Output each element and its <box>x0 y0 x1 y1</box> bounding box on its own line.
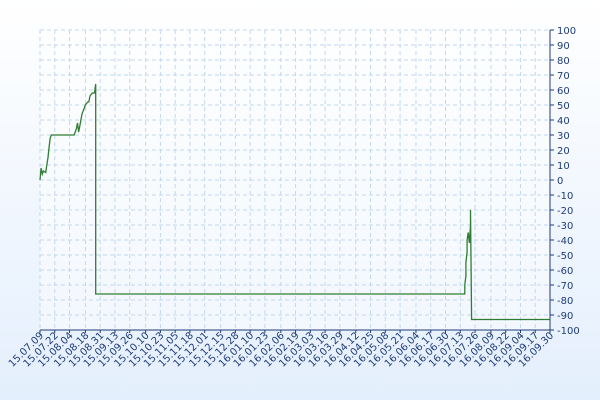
y-tick-label: 30 <box>557 131 570 142</box>
y-tick-label: 90 <box>557 41 570 52</box>
series <box>39 83 550 321</box>
x-axis: 15.07.0915.07.2215.08.0415.08.1815.08.31… <box>7 329 556 370</box>
y-tick-label: 80 <box>557 56 570 67</box>
series-line <box>39 83 550 321</box>
y-tick-label: -10 <box>557 191 573 202</box>
y-tick-label: 50 <box>557 101 570 112</box>
y-tick-label: 20 <box>557 146 570 157</box>
y-tick-label: -60 <box>557 266 573 277</box>
y-axis: 1009080706050403020100-10-20-30-40-50-60… <box>549 26 580 337</box>
y-tick-label: 40 <box>557 116 570 127</box>
y-tick-label: 0 <box>557 176 563 187</box>
y-tick-label: 100 <box>557 26 576 37</box>
y-tick-label: -70 <box>557 281 573 292</box>
y-tick-label: -100 <box>557 326 580 337</box>
y-tick-label: -40 <box>557 236 573 247</box>
y-tick-label: 70 <box>557 71 570 82</box>
y-tick-label: -30 <box>557 221 573 232</box>
y-tick-label: 60 <box>557 86 570 97</box>
y-tick-label: 10 <box>557 161 570 172</box>
grid <box>39 29 551 331</box>
y-tick-label: -80 <box>557 296 573 307</box>
y-tick-label: -50 <box>557 251 573 262</box>
y-tick-label: -20 <box>557 206 573 217</box>
y-tick-label: -90 <box>557 311 573 322</box>
